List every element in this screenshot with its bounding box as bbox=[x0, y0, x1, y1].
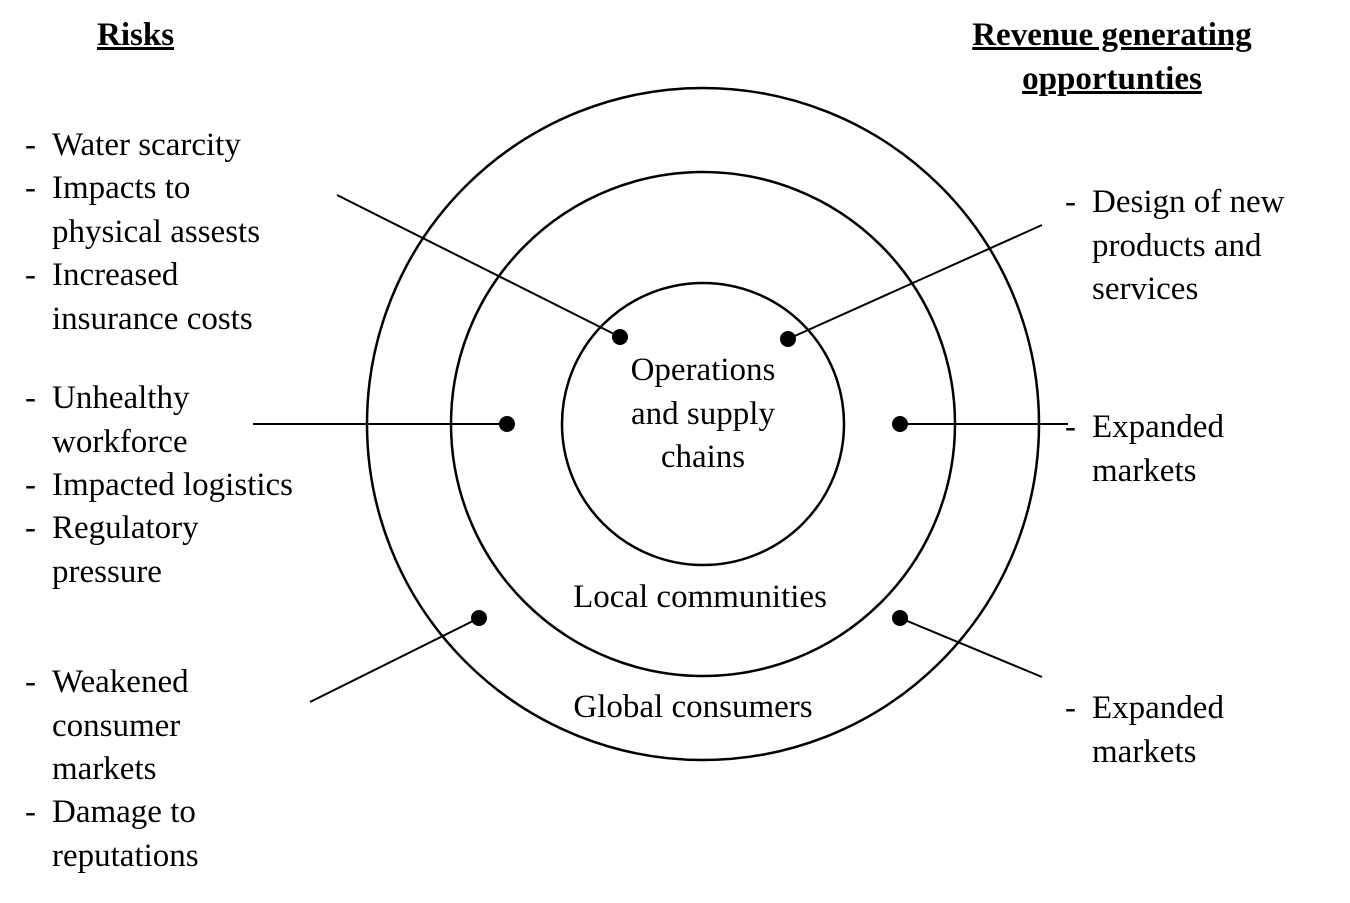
outer-circle-label: Global consumers bbox=[573, 689, 813, 725]
opportunities-heading: Revenue generating opportunties bbox=[972, 17, 1252, 97]
inner-circle-operations bbox=[560, 281, 846, 567]
connector-opp-3 bbox=[899, 617, 1043, 678]
dot bbox=[471, 610, 487, 626]
dot bbox=[499, 416, 515, 432]
connector-risk-1 bbox=[336, 194, 621, 338]
risks-heading: Risks bbox=[97, 17, 175, 53]
middle-circle-label: Local communities bbox=[573, 579, 827, 615]
connector-risk-3 bbox=[309, 617, 480, 703]
inner-circle-label: Operations and supply chains bbox=[630, 352, 776, 475]
connector-opp-1 bbox=[787, 224, 1043, 340]
dot bbox=[780, 331, 796, 347]
dot bbox=[612, 329, 628, 345]
dot bbox=[892, 610, 908, 626]
dot bbox=[892, 416, 908, 432]
